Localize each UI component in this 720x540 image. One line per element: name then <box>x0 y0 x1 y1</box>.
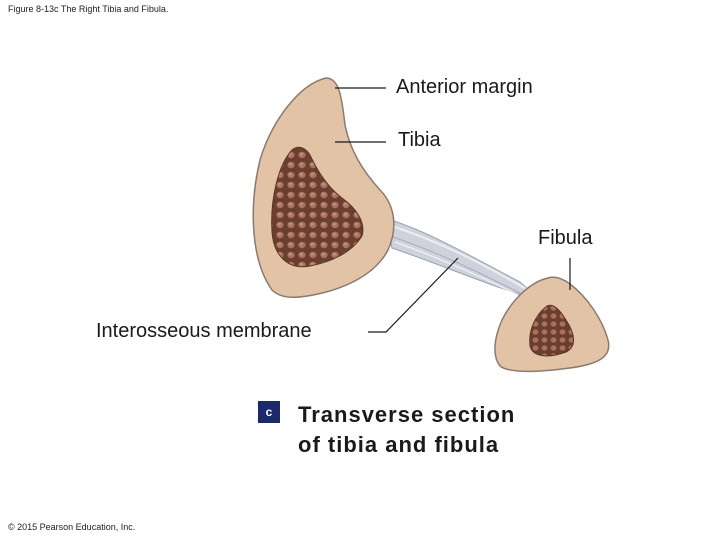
tibia-label: Tibia <box>398 129 441 151</box>
section-title-line-1: Transverse section <box>298 402 516 427</box>
anterior-margin-label: Anterior margin <box>396 76 533 98</box>
panel-letter-badge: c <box>258 401 280 423</box>
figure-caption: Figure 8-13c The Right Tibia and Fibula. <box>8 4 169 14</box>
section-title: Transverse section of tibia and fibula <box>298 400 515 460</box>
fibula-label: Fibula <box>538 227 593 249</box>
interosseous-membrane <box>384 217 541 301</box>
interosseous-membrane-label: Interosseous membrane <box>96 320 312 342</box>
copyright-notice: © 2015 Pearson Education, Inc. <box>8 522 136 532</box>
section-title-line-2: of tibia and fibula <box>298 432 500 457</box>
tibia-bone <box>252 77 395 298</box>
interosseous-membrane-leader <box>368 257 459 333</box>
